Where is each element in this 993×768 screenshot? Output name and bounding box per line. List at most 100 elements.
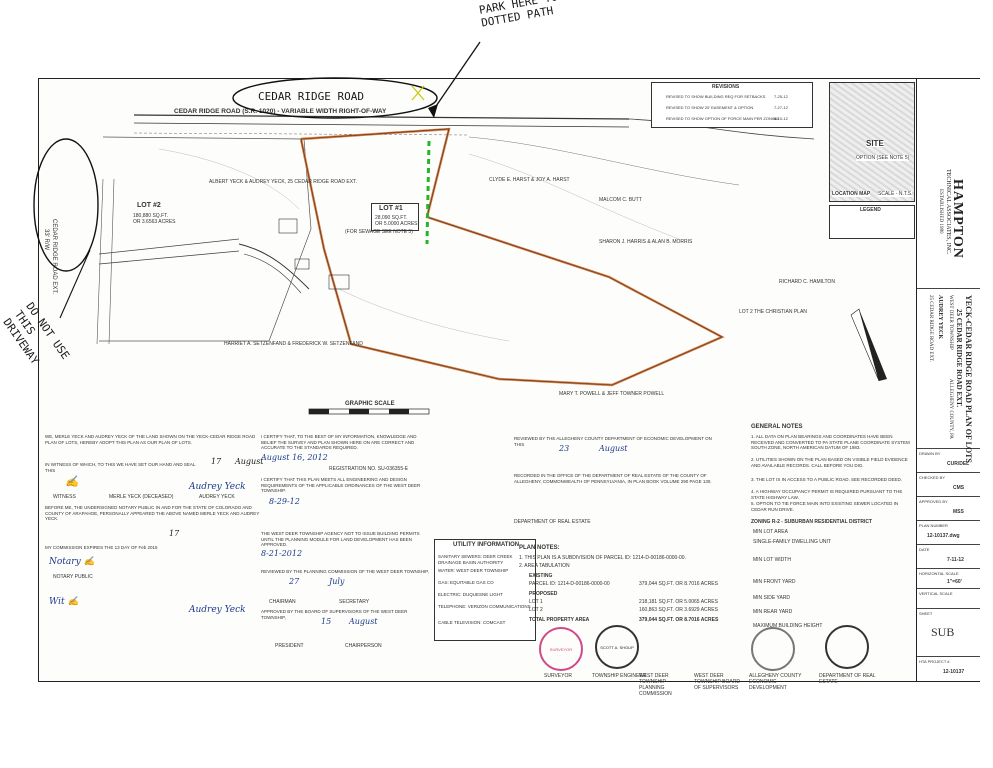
surveyor-date: August 16, 2012: [261, 453, 328, 462]
park-annotation: PARK HERE TO WALK UP DOTTED PATH: [478, 0, 611, 30]
utility-entry: CABLE TELEVISION: COMCAST: [438, 620, 506, 625]
tb-field-label: DRAWN BY: [919, 451, 941, 456]
township-engineer-seal: SCOTT A. SHOUP: [595, 625, 639, 669]
merle-label: MERLE YECK (DECEASED): [109, 494, 174, 500]
zoning-row: MIN SIDE YARD: [753, 595, 791, 601]
firm-established: ESTABLISHED 1980: [938, 189, 943, 234]
engineer-date: 8-29-12: [269, 497, 300, 506]
firm-block: HAMPTON TECHNICAL ASSOCIATES, INC. ESTAB…: [917, 79, 980, 289]
tb-field: HORIZONTAL SCALE 1"=60': [917, 569, 980, 589]
neighbor-label: CLYDE E. HARST & JOY A. HARST: [489, 177, 570, 183]
planning-month: July: [329, 577, 345, 586]
planning-certification: REVIEWED BY THE PLANNING COMMISSION OF T…: [261, 569, 429, 574]
tb-field-label: VERTICAL SCALE: [919, 591, 953, 596]
plan-county: ALLEGHENY COUNTY, PA: [948, 379, 953, 439]
witness-label: WITNESS: [53, 494, 76, 500]
general-note: 5. OPTION TO TIE FORCE MAIN INTO EXISTIN…: [751, 501, 899, 512]
notary-text: BEFORE ME, THE UNDERSIGNED NOTARY PUBLIC…: [45, 505, 260, 521]
tb-field-label: APPROVED BY: [919, 499, 948, 504]
firm-name: HAMPTON: [950, 179, 965, 259]
tb-field-value: CMS: [953, 485, 965, 491]
neighbor-label: HARRIET A. SETZENFAND & FREDERICK W. SET…: [224, 341, 363, 347]
surveyor-certification: I CERTIFY THAT, TO THE BEST OF MY INFORM…: [261, 434, 417, 450]
sheet-value: SUB: [931, 625, 955, 639]
tb-field: HTA PROJECT # 12-10137: [917, 657, 980, 681]
site-map: [96, 114, 887, 415]
sewage-certification: THE WEST DEER TOWNSHIP AGENCY NOT TO ISS…: [261, 531, 420, 547]
board-supervisors-label: WEST DEER TOWNSHIP BOARD OF SUPERVISORS: [694, 673, 740, 691]
zoning-row: SINGLE-FAMILY DWELLING UNIT: [753, 539, 831, 545]
plan-note-1: 1. THIS PLAN IS A SUBDIVISION OF PARCEL …: [519, 555, 686, 561]
second-notary-signature: Wit ✍: [49, 597, 79, 607]
tb-field-value: 12-10137: [943, 669, 965, 675]
tb-field-value: 1"=60': [947, 579, 962, 585]
surveyor-seal-label: SURVEYOR: [544, 673, 572, 679]
president-label: PRESIDENT: [275, 643, 304, 649]
notary-day: 17: [169, 529, 180, 538]
lot2-name: LOT #2: [137, 202, 161, 209]
side-road-label: CEDAR RIDGE ROAD EXT.: [51, 219, 57, 295]
tb-field-value: 7-11-12: [947, 557, 964, 563]
revision-date: 7-25-12: [774, 94, 788, 99]
plan-owner-address: 25 CEDAR RIDGE ROAD EXT.: [928, 295, 933, 362]
lot2-acres: OR 3.6563 ACRES: [133, 219, 176, 225]
general-note: 4. A HIGHWAY OCCUPANCY PERMIT IS REQUIRE…: [751, 489, 903, 500]
lot1-row: LOT 1: [529, 599, 543, 605]
real-estate-label: DEPARTMENT OF REAL ESTATE: [819, 673, 876, 685]
legend: LEGEND: [829, 205, 915, 239]
plan-address: 25 CEDAR RIDGE ROAD EXT.: [955, 309, 963, 408]
county-month: August: [599, 444, 628, 453]
lot1-acres: OR 5.0000 ACRES: [375, 221, 418, 227]
lot2-row-area: 160,863 SQ.FT. OR 3.6929 ACRES: [639, 607, 718, 613]
tb-field: CHECKED BY CMS: [917, 473, 980, 497]
owner-certification: WE, MERLE YECK AND AUDREY YECK OF THE LA…: [45, 434, 256, 445]
audrey-signature: Audrey Yeck: [189, 482, 246, 492]
revision-date: 8-10-12: [774, 116, 788, 121]
location-map-scale: SCALE - N.T.S.: [878, 191, 913, 197]
lot2-row: LOT 2: [529, 607, 543, 613]
revision-row: REVISED TO SHOW 20' EASEMENT & OPTION: [666, 105, 754, 110]
zoning-row: MAXIMUM BUILDING HEIGHT: [753, 623, 823, 629]
total-row: TOTAL PROPERTY AREA: [529, 617, 590, 623]
witness-signature: ✍: [65, 475, 79, 488]
sewage-date: 8-21-2012: [261, 549, 303, 558]
general-note: 1. ALL DATA ON PLAN BEARINGS AND COORDIN…: [751, 434, 910, 450]
sig-month: August: [235, 457, 264, 466]
general-note: 2. UTILITIES SHOWN ON THE PLAN BASED ON …: [751, 457, 908, 468]
tb-field-value: 12-10137.dwg: [927, 533, 960, 539]
tb-field-label: SHEET: [919, 611, 933, 616]
proposed-label: PROPOSED: [529, 591, 558, 597]
lot1-label-box: [371, 203, 419, 231]
plan-title: YECK-CEDAR RIDGE ROAD PLAN OF LOTS: [964, 295, 973, 463]
zoning-row: MIN LOT WIDTH: [753, 557, 791, 563]
audrey-signature-2: Audrey Yeck: [189, 605, 246, 615]
tb-field-label: CHECKED BY: [919, 475, 946, 480]
revisions-title: REVISIONS: [712, 84, 740, 90]
tb-field: SHEET SUB: [917, 609, 980, 657]
county-econ-seal: [751, 627, 795, 671]
tb-field-value: MSS: [953, 509, 964, 515]
plan-title-block: YECK-CEDAR RIDGE ROAD PLAN OF LOTS 25 CE…: [917, 289, 980, 463]
tb-field-label: HORIZONTAL SCALE: [919, 571, 959, 576]
title-block: HAMPTON TECHNICAL ASSOCIATES, INC. ESTAB…: [916, 79, 980, 681]
registration-label: REGISTRATION NO. SU-036355-E: [329, 466, 409, 472]
utility-entry: WATER: WEST DEER TOWNSHIP: [438, 568, 509, 573]
surveyor-seal: SURVEYOR: [539, 627, 583, 671]
audrey-label: AUDREY YECK: [199, 494, 235, 500]
county-econ-label: ALLEGHENY COUNTY ECONOMIC DEVELOPMENT: [749, 673, 802, 691]
general-note: 3. THE LOT IS IN ACCESS TO A PUBLIC ROAD…: [751, 477, 902, 482]
neighbor-label: SHARON J. HARRIS & ALAN B. MORRIS: [599, 239, 693, 245]
existing-label: EXISTING: [529, 573, 553, 579]
plan-sheet: CEDAR RIDGE ROAD (S.R. 1020) - VARIABLE …: [38, 78, 980, 697]
engineer-seal-text: SCOTT A. SHOUP: [600, 644, 634, 650]
county-day: 23: [559, 444, 570, 453]
existing-parcel-area: 379,044 SQ.FT. OR 8.7016 ACRES: [639, 581, 718, 587]
supervisors-certification: APPROVED BY THE BOARD OF SUPERVISORS OF …: [261, 609, 408, 620]
neighbor-label: MARY T. POWELL & JEFF TOWNER POWELL: [559, 391, 665, 397]
planning-commission-label: WEST DEER TOWNSHIP PLANNING COMMISSION: [639, 673, 672, 697]
utility-entry: SANITARY SEWERS: DEER CREEK DRAINAGE BAS…: [438, 554, 513, 565]
plan-owner: AUDREY YECK: [937, 295, 943, 340]
utility-entry: GAS: EQUITABLE GAS CO: [438, 580, 494, 585]
revision-date: 7-27-12: [774, 105, 788, 110]
tb-field: DRAWN BY CUR/DEL: [917, 449, 980, 473]
